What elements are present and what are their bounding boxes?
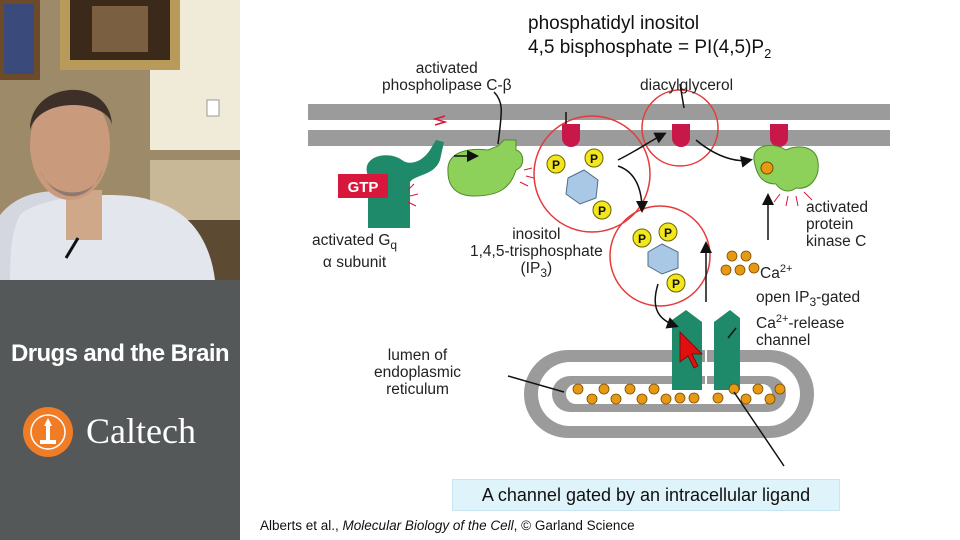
figure-credit: Alberts et al., Molecular Biology of the…	[260, 518, 635, 533]
phosphate-label: P	[672, 277, 680, 291]
credit-authors: Alberts et al.,	[260, 518, 343, 533]
caltech-seal-icon	[23, 407, 73, 457]
channel-label-line2: Ca2+-release	[756, 311, 860, 332]
credit-publisher: , © Garland Science	[513, 518, 635, 533]
gq-label-line1: activated Gq	[312, 232, 397, 254]
lecturer-video	[0, 0, 240, 280]
credit-book-title: Molecular Biology of the Cell	[342, 518, 514, 533]
ip3-label-line2: 1,4,5-trisphosphate	[470, 243, 603, 260]
ip3-molecule-lower: P P P	[632, 222, 686, 293]
plc-label-line2: phospholipase C-β	[382, 77, 512, 94]
ip3-label-line3: (IP3)	[470, 260, 603, 282]
ip3-label-line1: inositol	[512, 226, 561, 243]
phospholipase-c-enzyme	[447, 139, 535, 197]
pointer-cursor-icon	[679, 331, 703, 369]
lecturer-video-frame	[0, 0, 240, 280]
channel-label-line3: channel	[756, 332, 811, 350]
calcium-label: Ca2+	[760, 261, 792, 282]
gq-subscript: q	[390, 238, 398, 253]
er-lumen-label: lumen of endoplasmic reticulum	[374, 347, 461, 398]
er-label-line2: endoplasmic	[374, 364, 462, 381]
ip3-suffix: )	[547, 260, 553, 277]
plasma-membrane	[308, 104, 890, 146]
pkc-label-line1: activated	[806, 199, 869, 216]
gq-alpha-subunit	[366, 115, 448, 228]
er-label-line1: lumen of	[387, 347, 448, 364]
signaling-diagram: GTP P P P P P	[240, 0, 960, 540]
channel-ca-text: Ca	[756, 315, 776, 333]
institution-name: Caltech	[86, 411, 196, 451]
gq-label-text: activated G	[312, 232, 391, 249]
released-calcium-ions	[720, 250, 760, 276]
phosphate-label: P	[638, 232, 646, 246]
sidebar: Drugs and the Brain Caltech	[0, 0, 240, 540]
ip3-prefix: (IP	[520, 260, 541, 277]
channel-ca-charge: 2+	[775, 313, 789, 326]
phosphate-label: P	[598, 204, 606, 218]
diacylglycerol-label: diacylglycerol	[640, 77, 734, 94]
slide-caption: A channel gated by an intracellular liga…	[452, 479, 840, 511]
calcium-charge: 2+	[779, 263, 793, 275]
protein-kinase-c	[753, 144, 819, 207]
pkc-label-line2: protein	[806, 216, 854, 233]
pathway-arrows	[454, 83, 785, 467]
plc-label-line1: activated	[415, 60, 478, 77]
gtp-label: GTP	[348, 179, 379, 196]
pip2-label-line2: 4,5 bisphosphate = PI(4,5)P2	[528, 36, 771, 66]
channel-subscript: 3	[809, 295, 817, 310]
gq-subunit-label: activated Gq α subunit	[312, 232, 397, 271]
pip2-lipid-heads	[562, 124, 788, 147]
lumen-calcium-ions	[572, 383, 786, 405]
er-label-line3: reticulum	[386, 381, 449, 398]
channel-release-text: -release	[788, 315, 845, 333]
channel-gated-text: -gated	[816, 289, 861, 306]
phosphate-label: P	[590, 152, 598, 166]
calcium-symbol: Ca	[760, 265, 780, 283]
phosphate-label: P	[664, 226, 672, 240]
pip2-formula: 4,5 bisphosphate = PI(4,5)P	[528, 37, 765, 58]
channel-label-line1: open IP3-gated	[756, 289, 860, 311]
pathway-illustration: GTP P P P P P	[308, 83, 890, 467]
course-title: Drugs and the Brain	[11, 340, 230, 367]
phosphate-label: P	[552, 158, 560, 172]
ip3-label: inositol 1,4,5-trisphosphate (IP3)	[470, 226, 603, 282]
channel-ip-text: open IP	[756, 289, 810, 306]
protein-kinase-c-label: activated protein kinase C	[806, 199, 868, 250]
pip2-label-line1: phosphatidyl inositol	[528, 13, 700, 34]
pip2-label: phosphatidyl inositol 4,5 bisphosphate =…	[528, 12, 771, 66]
ip3-subscript: 3	[540, 266, 548, 281]
gtp-badge: GTP	[338, 174, 388, 198]
gq-label-line2: α subunit	[322, 254, 387, 272]
pkc-label-line3: kinase C	[806, 233, 867, 250]
ip3-molecule-upper: P P P	[546, 148, 612, 220]
pip2-subscript: 2	[764, 45, 772, 61]
phospholipase-c-label: activated phospholipase C-β	[382, 60, 512, 94]
channel-label: open IP3-gated Ca2+-release channel	[756, 289, 860, 349]
endoplasmic-reticulum	[524, 350, 814, 438]
highlight-circles	[533, 89, 719, 307]
